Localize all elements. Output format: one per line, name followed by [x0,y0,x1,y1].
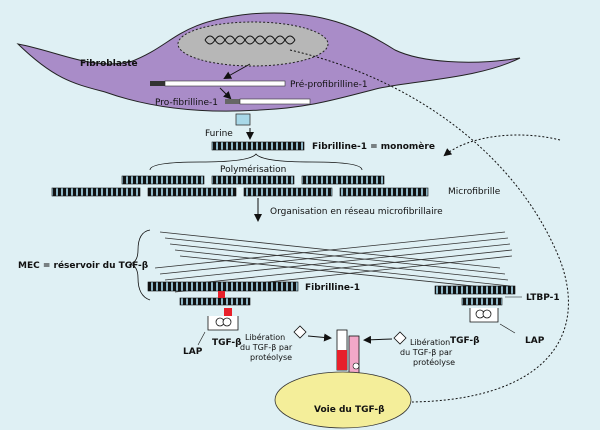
nucleus [177,21,329,67]
liberation-left-1: Libération [245,332,285,342]
pre-profibrillin-bar-dark [150,81,165,86]
dna-helix-2 [204,35,296,45]
ltbp-bar-right [461,297,503,306]
lap-label-left: LAP [183,347,203,357]
liberation-right-2: du TGF-β par [400,348,453,357]
liberation-right-1: Libération [410,337,450,347]
feedback-loop [289,49,569,403]
arrow-left-to-receptor [307,333,332,342]
polymerisation-brace [149,153,363,171]
pro-fibrillin-label: Pro-fibrilline-1 [155,98,218,108]
lap-label-right: LAP [525,336,545,346]
dna-helix [204,35,296,45]
monomer-bar [211,141,305,151]
fibrillin-bar-2 [434,285,516,295]
red-marker-left [218,291,225,298]
ltbp-label: LTBP-1 [526,293,560,303]
microfibril-label: Microfibrille [448,187,501,197]
fibroblast-label: Fibroblaste [80,59,138,69]
arrow-pre-to-pro [219,87,232,100]
pathway-label: Voie du TGF-β [314,405,385,415]
tgf-pathway [274,371,412,429]
pro-fibrillin-bar-dark [225,99,240,104]
arrow-nucleus-to-pre [223,63,251,79]
pre-profibrillin-label: Pré-profibrilline-1 [290,79,368,90]
furin-box [235,113,251,126]
fibrillin-label: Fibrilline-1 [305,283,360,293]
liberation-left-2: du TGF-β par [240,343,293,352]
furin-label: Furine [205,129,233,139]
microfibril-row-2 [51,187,429,197]
liberation-left-3: protéolyse [250,352,292,362]
microfibril-network [154,231,513,293]
mec-brace [129,229,151,301]
tgf-label-right: TGF-β [450,336,480,346]
ltbp-bar-left [179,297,251,306]
feedback-arrow [443,134,561,157]
microfibril-row-1 [121,175,385,185]
tgf-label-left: TGF-β [212,338,242,348]
tgf-free-left [293,325,307,339]
polymerisation-label: Polymérisation [220,164,286,175]
fibrillin-bar-1 [147,281,299,292]
monomer-label: Fibrilline-1 = monomère [312,141,435,152]
red-marker-left-2 [224,308,232,316]
tgf-free-right [393,331,407,345]
receptor-left-fill [337,350,347,370]
pre-profibrillin-bar [164,80,286,87]
arrow-right-to-receptor [363,335,393,344]
pro-fibrillin-bar [239,98,311,105]
mec-label: MEC = réservoir du TGF-β [18,260,149,271]
organisation-label: Organisation en réseau microfibrillaire [270,206,443,217]
liberation-right-3: protéolyse [413,357,455,367]
